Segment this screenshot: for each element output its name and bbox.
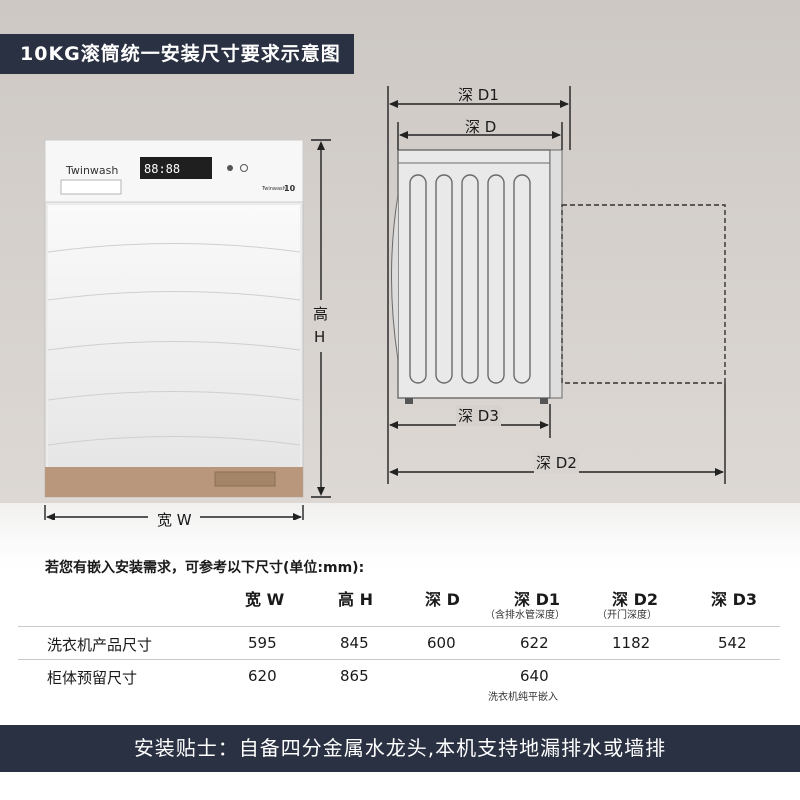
door-open-outline — [561, 204, 726, 384]
washer-side-view — [391, 149, 726, 404]
column-header: 深 D1 — [514, 590, 560, 609]
row-label: 柜体预留尺寸 — [47, 669, 138, 687]
display-panel — [140, 157, 212, 179]
table-cell: 640 — [520, 667, 549, 685]
table-cell: 622 — [520, 634, 549, 652]
label-depth-d2: 深 D2 — [534, 452, 579, 473]
table-cell: 845 — [340, 634, 369, 652]
depth-d1-dimension — [387, 86, 571, 340]
label-depth-d3: 深 D3 — [456, 405, 501, 426]
table-cell: 865 — [340, 667, 369, 685]
table-cell: 595 — [248, 634, 277, 652]
column-note: （含排水管深度） — [485, 610, 565, 621]
label-height-char: 高 — [313, 305, 329, 323]
row-label: 洗衣机产品尺寸 — [47, 636, 153, 654]
label-height-letter: H — [314, 328, 326, 346]
table-divider — [18, 626, 780, 627]
display-digits: 88:88 — [144, 162, 180, 176]
label-depth-d1: 深 D1 — [458, 86, 499, 104]
table-cell: 600 — [427, 634, 456, 652]
cell-note: 洗衣机纯平嵌入 — [488, 692, 558, 703]
width-dimension — [44, 505, 304, 520]
table-cell: 1182 — [612, 634, 651, 652]
column-header: 深 D2 — [612, 590, 658, 609]
install-tip-banner: 安装贴士：自备四分金属水龙头,本机支持地漏排水或墙排 — [0, 725, 800, 772]
column-header: 深 D — [425, 590, 460, 609]
page-title: 10KG滚筒统一安装尺寸要求示意图 — [0, 34, 354, 74]
table-cell: 542 — [718, 634, 747, 652]
column-note: （开门深度） — [597, 610, 657, 621]
badge-capacity: 10 — [284, 184, 296, 193]
floor-background — [0, 503, 800, 570]
label-depth-d: 深 D — [465, 118, 497, 136]
column-header: 深 D3 — [711, 590, 757, 609]
badge-brand: Twinwash — [261, 186, 286, 192]
dimension-drawing: Twinwash 88:88 Twinwash 10 — [44, 86, 726, 520]
depth-d-dimension — [397, 122, 563, 150]
label-width-w: 宽 W — [157, 511, 192, 529]
table-cell: 620 — [248, 667, 277, 685]
height-dimension — [311, 139, 331, 498]
brand-logo: Twinwash — [65, 164, 118, 177]
table-divider — [18, 659, 780, 660]
column-header: 高 H — [338, 590, 373, 609]
column-header: 宽 W — [245, 590, 285, 609]
washer-front-view — [44, 139, 304, 498]
table-intro: 若您有嵌入安装需求，可参考以下尺寸(单位:mm): — [45, 560, 365, 576]
